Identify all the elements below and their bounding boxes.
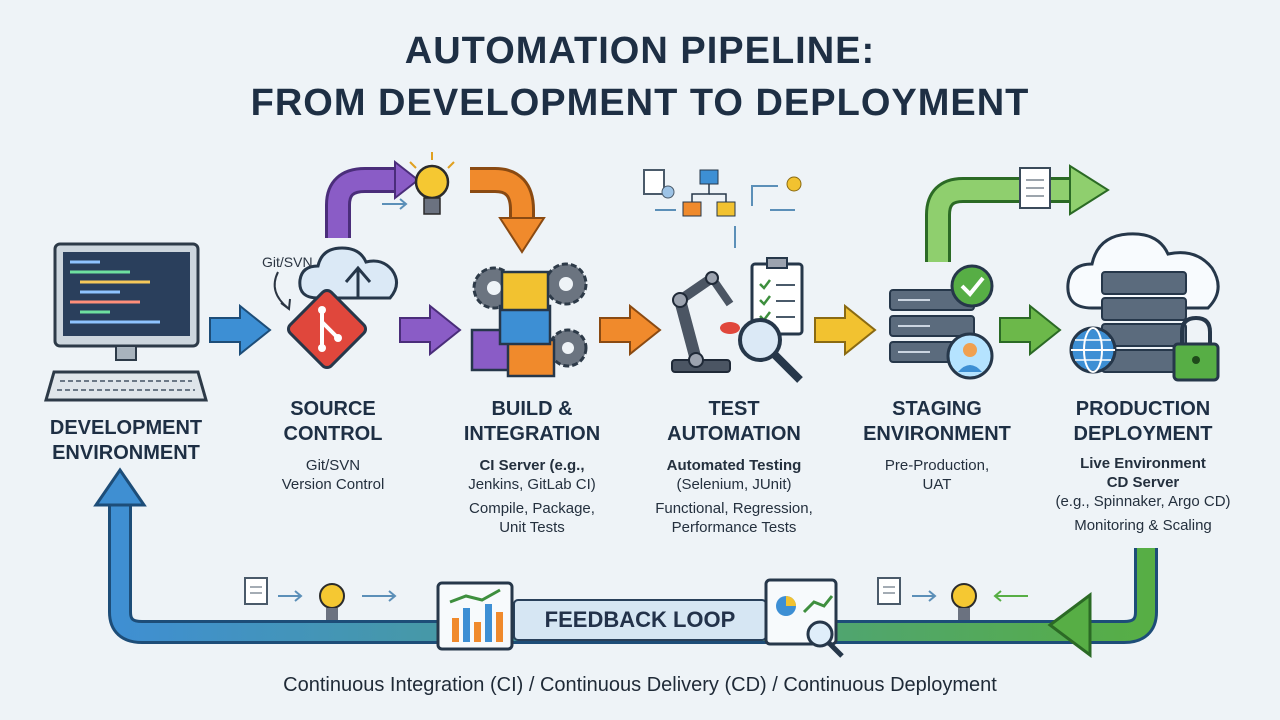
idea-bulb-icon — [382, 152, 455, 215]
magnifier-icon — [720, 318, 803, 383]
stage-line-source-0: Git/SVN — [305, 457, 361, 474]
bulb-icon — [319, 583, 345, 620]
document-icon — [877, 577, 901, 605]
bulb-icon — [951, 583, 977, 620]
stage-title-test: TEST AUTOMATION — [629, 397, 839, 447]
stage-line-prod-1: CD Server — [1106, 474, 1180, 491]
stage-line-prod-3: Monitoring & Scaling — [1074, 517, 1212, 534]
stage-title-text: PRODUCTION DEPLOYMENT — [1073, 398, 1213, 445]
gear-icon — [472, 262, 588, 368]
stage-line-test-0: Automated Testing — [666, 457, 802, 474]
stage-line-staging-1: UAT — [922, 476, 952, 493]
stage-title-development: DEVELOPMENT ENVIRONMENT — [21, 416, 231, 466]
stage-line-test-2: Functional, Regression, — [655, 500, 813, 517]
curved-arrow-orange — [470, 167, 546, 254]
dashboard-magnifier-icon — [764, 578, 844, 658]
check-badge-icon — [950, 264, 994, 308]
stage-title-staging: STAGING ENVIRONMENT — [832, 397, 1042, 447]
globe-icon — [1069, 326, 1117, 374]
stage-title-text: TEST AUTOMATION — [667, 398, 801, 445]
stage-line-staging-0: Pre-Production, — [884, 457, 990, 474]
stage-title-build: BUILD & INTEGRATION — [427, 397, 637, 447]
footer-caption: Continuous Integration (CI) / Continuous… — [283, 674, 997, 696]
curved-arrow-green — [925, 164, 1110, 262]
git-branch-icon — [286, 288, 368, 370]
page-title-line1: AUTOMATION PIPELINE: — [404, 30, 876, 72]
stage-title-text: SOURCE CONTROL — [283, 398, 383, 445]
server-stack-icon — [889, 289, 975, 363]
robot-arm-icon — [671, 271, 734, 373]
flow-arrow-staging-to-prod — [999, 303, 1062, 357]
flow-arrow-dev-to-source — [209, 303, 272, 357]
stage-line-build-0: CI Server (e.g., — [479, 457, 585, 474]
repo-curve-arrowhead — [280, 298, 291, 311]
build-cubes-icon — [470, 270, 556, 378]
repo-label: Git/SVN — [262, 254, 313, 270]
small-arrow-icon — [278, 590, 1028, 602]
curved-arrow-purple — [325, 159, 420, 238]
stage-title-source-control: SOURCE CONTROL — [228, 397, 438, 447]
padlock-icon — [1172, 315, 1220, 382]
stage-line-prod-2: (e.g., Spinnaker, Argo CD) — [1055, 493, 1231, 510]
monitor-icon — [44, 242, 208, 402]
flow-arrow-test-to-staging — [814, 303, 877, 357]
stage-line-source-1: Version Control — [281, 476, 385, 493]
stage-title-text: BUILD & INTEGRATION — [463, 398, 601, 445]
stage-line-build-3: Unit Tests — [499, 519, 565, 536]
stage-line-test-1: (Selenium, JUnit) — [676, 476, 792, 493]
page-title-line2: FROM DEVELOPMENT TO DEPLOYMENT — [250, 82, 1030, 124]
stage-title-production: PRODUCTION DEPLOYMENT — [1038, 397, 1248, 447]
cloud-icon — [1066, 232, 1220, 310]
document-icon — [244, 577, 268, 605]
stage-line-build-2: Compile, Package, — [469, 500, 595, 517]
feedback-loop-label: FEEDBACK LOOP — [544, 607, 736, 632]
flow-arrow-build-to-test — [599, 303, 662, 357]
stage-line-build-1: Jenkins, GitLab CI) — [468, 476, 596, 493]
user-badge-icon — [946, 332, 994, 380]
flow-arrow-source-to-build — [399, 303, 462, 357]
chart-icon — [436, 581, 514, 651]
cloud-upload-icon — [298, 246, 398, 300]
diagram-mini-icons — [643, 169, 802, 248]
stage-line-test-3: Performance Tests — [671, 519, 797, 536]
stage-title-text: DEVELOPMENT ENVIRONMENT — [49, 417, 203, 464]
stage-line-prod-0: Live Environment — [1080, 455, 1206, 472]
stage-title-text: STAGING ENVIRONMENT — [863, 398, 1011, 445]
